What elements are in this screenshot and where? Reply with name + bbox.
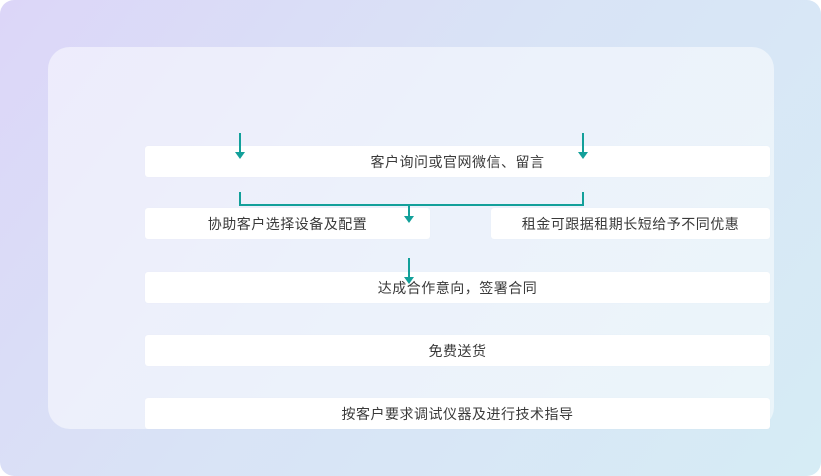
arrow-merge-contract-head	[404, 216, 414, 223]
connector-discount-drop-line	[582, 192, 584, 205]
arrow-merge-contract-line	[408, 205, 410, 217]
flow-node-inquiry: 客户询问或官网微信、留言	[145, 146, 770, 177]
flowchart-card: 客户询问或官网微信、留言 协助客户选择设备及配置 租金可跟据租期长短给予不同优惠…	[48, 47, 774, 429]
arrow-contract-delivery-head	[404, 277, 414, 284]
flow-node-discount: 租金可跟据租期长短给予不同优惠	[491, 208, 770, 239]
arrow-inquiry-assist-line	[239, 133, 241, 153]
flow-node-contract: 达成合作意向，签署合同	[145, 272, 770, 303]
flow-node-assist: 协助客户选择设备及配置	[145, 208, 430, 239]
connector-assist-drop-line	[239, 192, 241, 205]
arrow-contract-delivery-line	[408, 258, 410, 278]
flow-node-delivery: 免费送货	[145, 335, 770, 366]
connector-merge-horizontal-line	[239, 204, 584, 206]
arrow-inquiry-assist-head	[235, 152, 245, 159]
arrow-inquiry-discount-head	[578, 152, 588, 159]
arrow-inquiry-discount-line	[582, 133, 584, 153]
flow-node-debug: 按客户要求调试仪器及进行技术指导	[145, 398, 770, 429]
